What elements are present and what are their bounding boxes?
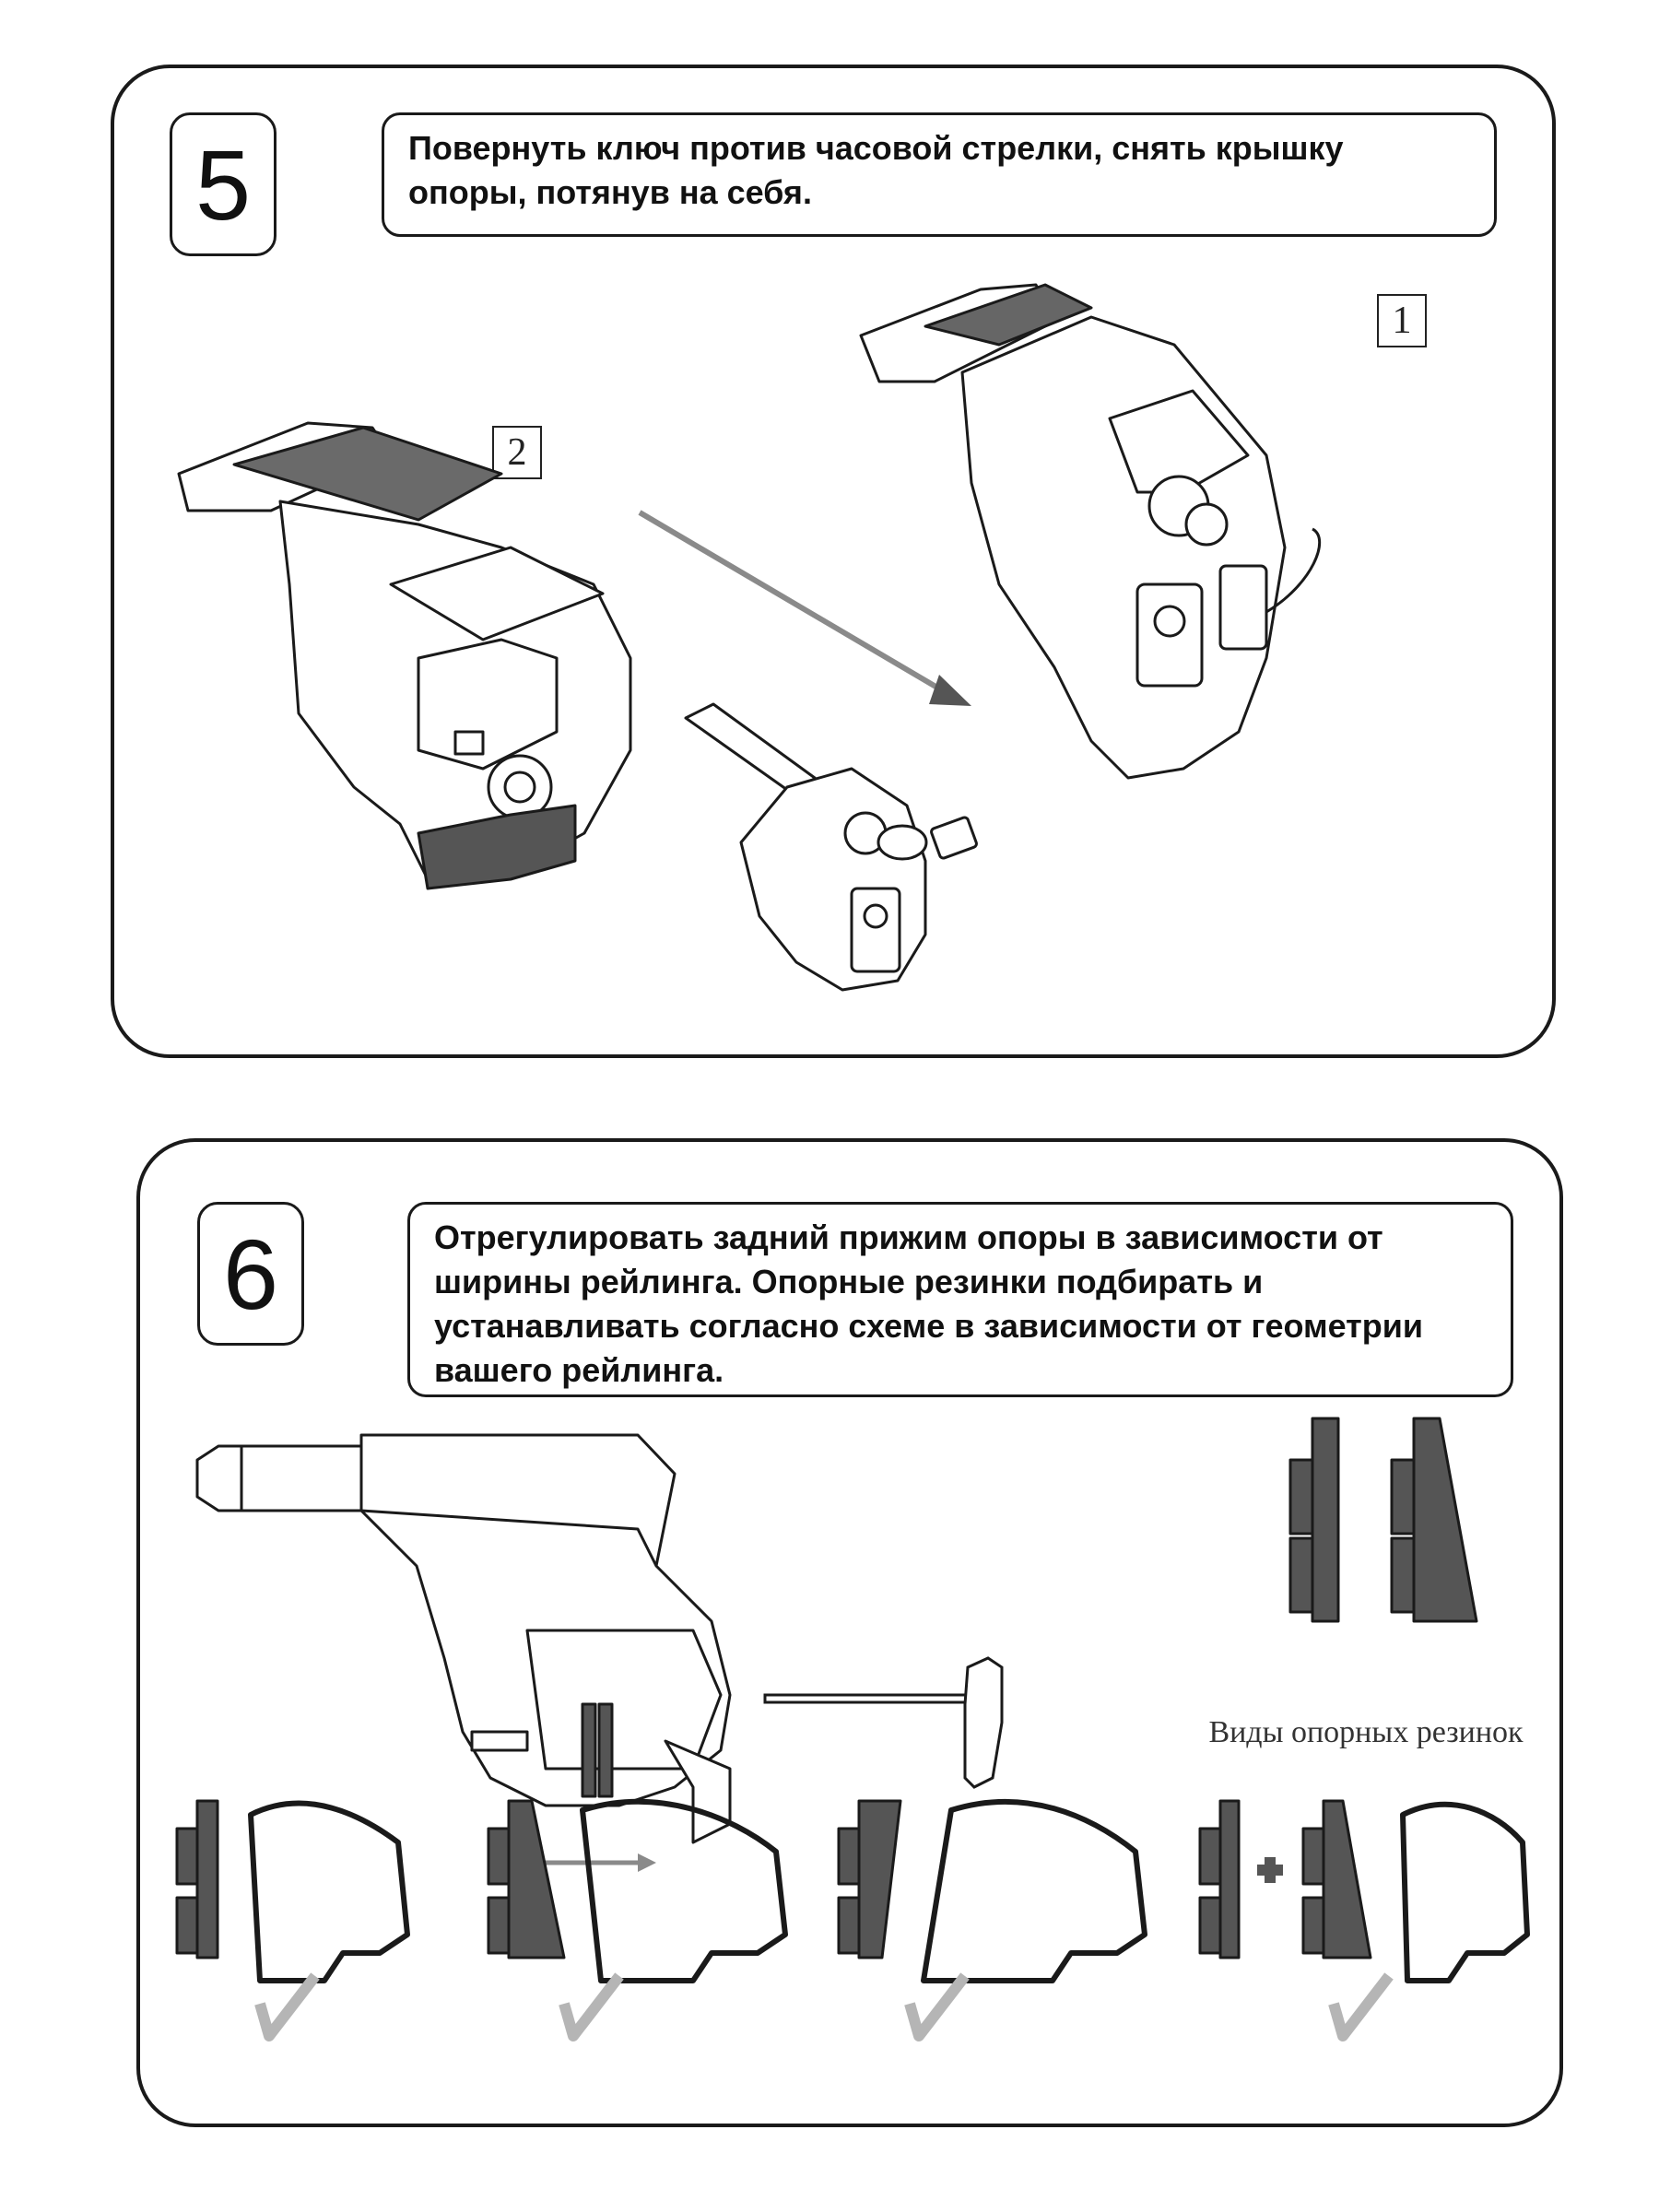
step-number: 6 xyxy=(197,1202,304,1346)
support-open-illustration xyxy=(177,421,632,890)
support-closed-illustration xyxy=(859,283,1322,780)
step-instruction: Повернуть ключ против часовой стрелки, с… xyxy=(382,112,1497,237)
step-6-panel: 6 Отрегулировать задний прижим опоры в з… xyxy=(136,1138,1563,2127)
gasket-config-3 xyxy=(837,1798,1147,2041)
step-instruction: Отрегулировать задний прижим опоры в зав… xyxy=(407,1202,1513,1397)
step-number: 5 xyxy=(170,112,276,256)
hex-key-illustration xyxy=(763,1656,1004,1789)
step6-illustration xyxy=(175,1417,1530,2041)
key-detail-illustration xyxy=(684,702,978,992)
gasket-config-4 xyxy=(1198,1799,1530,2041)
step5-illustration xyxy=(177,283,1322,992)
callout-2: 2 xyxy=(492,426,542,479)
step-5-panel: 5 Повернуть ключ против часовой стрелки,… xyxy=(111,65,1556,1058)
gasket-config-1 xyxy=(175,1799,410,2041)
gasket-types-caption: Виды опорных резинок xyxy=(1208,1715,1524,1749)
direction-arrow xyxy=(638,510,971,706)
support-side-illustration xyxy=(195,1433,732,1844)
gasket-config-2 xyxy=(487,1798,788,2041)
callout-1: 1 xyxy=(1377,294,1427,347)
gasket-types-illustration xyxy=(1288,1417,1478,1623)
